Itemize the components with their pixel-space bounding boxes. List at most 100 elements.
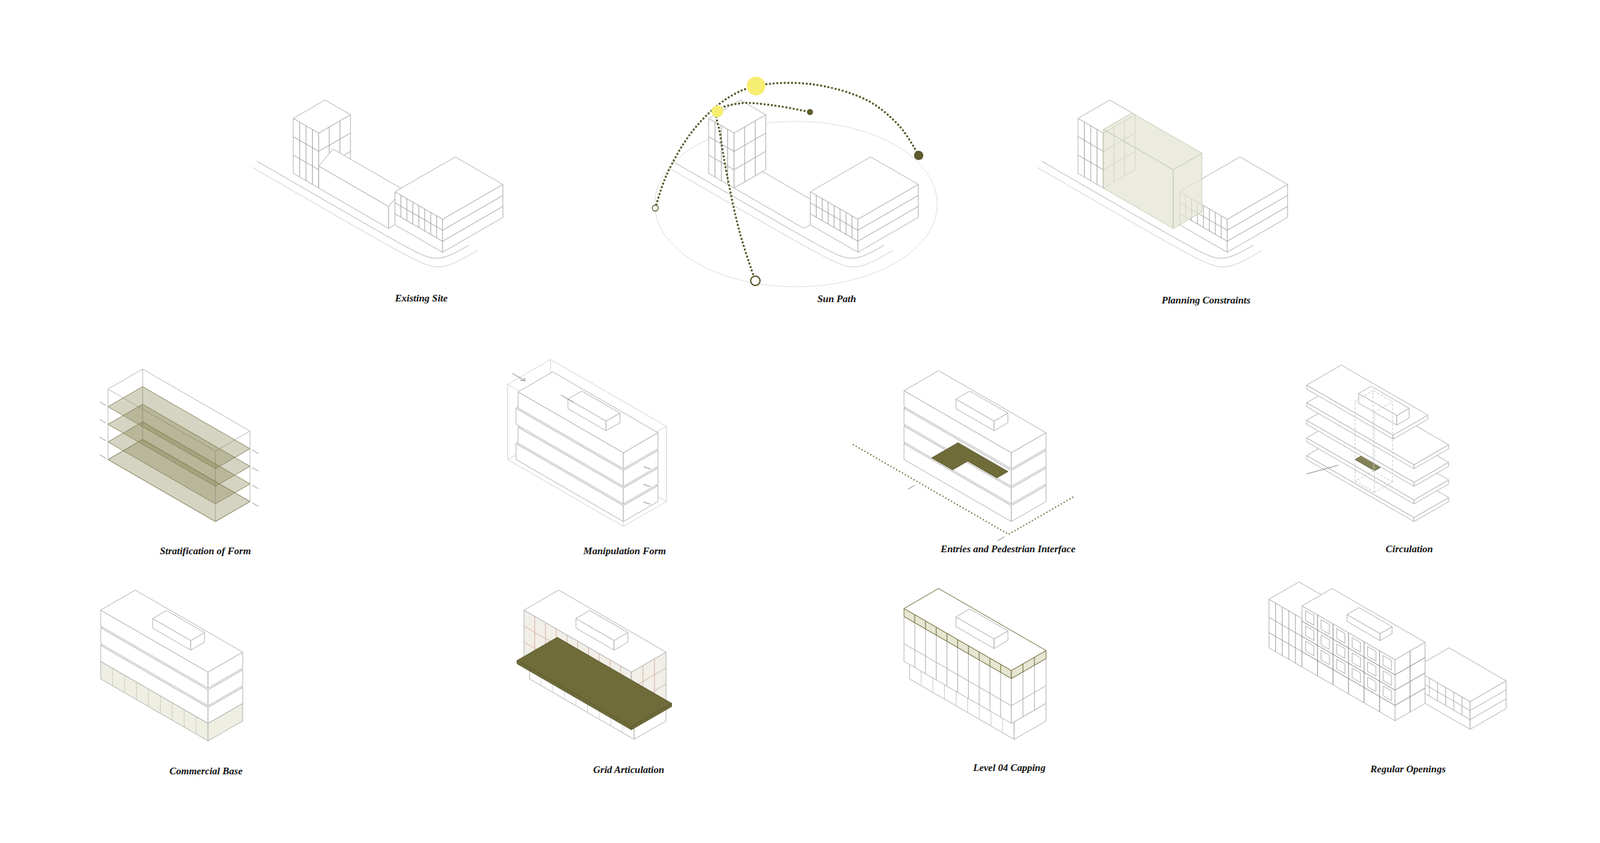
line — [978, 652, 980, 660]
line — [989, 666, 990, 711]
line — [1348, 632, 1349, 694]
line — [853, 444, 1073, 534]
line — [1090, 126, 1092, 182]
face — [932, 442, 1008, 478]
line — [1096, 129, 1098, 185]
face — [1321, 619, 1330, 634]
line — [957, 639, 958, 648]
line — [908, 484, 915, 489]
face — [956, 390, 1008, 421]
face — [100, 590, 243, 672]
line — [430, 212, 432, 234]
level-04-capping-drawing — [904, 588, 1046, 739]
line — [1317, 614, 1318, 676]
sun-arc — [716, 102, 810, 281]
line — [1302, 651, 1426, 706]
face — [1352, 668, 1360, 683]
line — [1413, 686, 1507, 720]
line — [1374, 402, 1393, 413]
line — [1373, 470, 1393, 482]
line — [816, 195, 817, 218]
line — [714, 122, 716, 178]
sun — [746, 76, 766, 96]
line — [1445, 687, 1446, 706]
face — [100, 610, 208, 688]
face — [517, 637, 672, 727]
caption: Regular Openings — [1369, 763, 1448, 775]
caption: Manipulation Form — [582, 545, 668, 557]
line — [148, 688, 149, 706]
face — [1367, 661, 1376, 676]
line — [1461, 696, 1462, 715]
face — [1358, 386, 1410, 416]
line — [124, 674, 125, 692]
line — [1374, 482, 1393, 493]
line — [822, 198, 823, 221]
line — [1275, 602, 1276, 652]
line — [424, 208, 426, 231]
line — [968, 645, 969, 654]
line — [312, 129, 313, 185]
face — [956, 608, 1008, 639]
line — [1364, 641, 1365, 703]
line — [184, 709, 185, 727]
face — [576, 610, 628, 640]
stratification-drawing — [100, 368, 259, 522]
sun-position — [652, 205, 659, 212]
caption: Stratification of Form — [158, 545, 253, 557]
line — [828, 202, 829, 224]
sun-position — [914, 150, 924, 160]
line — [810, 206, 918, 242]
face — [568, 390, 620, 421]
line — [252, 450, 258, 454]
line — [957, 647, 958, 692]
line — [1355, 470, 1374, 482]
line — [520, 378, 525, 381]
line — [1295, 614, 1296, 663]
caption: Grid Articulation — [592, 764, 666, 776]
caption: Entries and Pedestrian Interface — [939, 543, 1077, 555]
line — [978, 660, 980, 705]
line — [1034, 664, 1035, 710]
line — [1084, 122, 1085, 178]
line — [643, 502, 650, 505]
line — [643, 466, 650, 470]
face — [1367, 646, 1376, 661]
line — [293, 133, 351, 152]
line — [400, 195, 402, 218]
face — [1352, 637, 1360, 652]
line — [1355, 390, 1374, 402]
line — [136, 682, 137, 700]
line — [936, 626, 937, 635]
line — [100, 402, 106, 406]
line — [1413, 677, 1507, 710]
face — [904, 588, 1046, 670]
face — [1321, 634, 1330, 650]
line — [754, 120, 756, 176]
regular-openings-drawing — [1268, 582, 1506, 730]
line — [989, 658, 990, 666]
line — [1302, 636, 1426, 690]
caption: Sun Path — [816, 293, 858, 305]
face — [293, 100, 351, 134]
line — [1373, 390, 1393, 402]
line — [997, 536, 1004, 541]
line — [1374, 412, 1375, 492]
sun-position — [750, 276, 760, 286]
face — [1302, 588, 1426, 660]
sun-arc — [655, 82, 919, 208]
line — [252, 502, 258, 506]
sun-position — [807, 109, 814, 116]
face — [1347, 607, 1393, 634]
line — [507, 384, 508, 460]
line — [1022, 663, 1024, 672]
circulation-drawing — [1306, 364, 1449, 522]
line — [394, 206, 503, 242]
line — [1000, 672, 1001, 717]
line — [666, 426, 667, 502]
face — [1306, 364, 1428, 435]
manipulation-form-drawing — [508, 359, 667, 526]
line — [968, 653, 969, 698]
line — [252, 484, 258, 488]
